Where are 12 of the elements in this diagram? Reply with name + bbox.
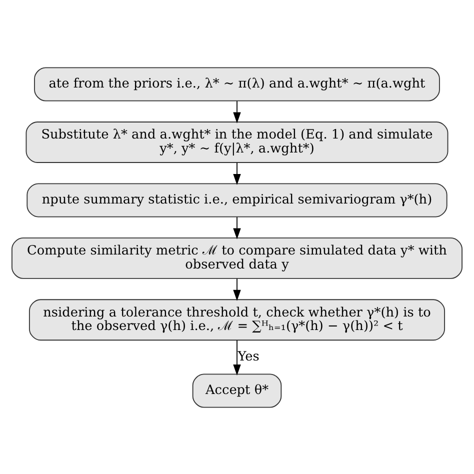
arrow <box>233 216 241 239</box>
node-box: npute summary statistic i.e., empirical semivariogram γ*(h) <box>26 182 448 217</box>
node-box: nsidering a tolerance threshold t, check whether γ*(h) is to the observed γ(h) i.e., ℳ = ∑ᴴₕ₌₁(γ*(h) − γ(h))² < t <box>28 298 446 340</box>
node-box: Accept θ* <box>192 373 282 408</box>
node-box: Compute similarity metric ℳ to compare simulated data y* with observed data y <box>12 237 462 278</box>
arrow <box>233 162 241 185</box>
edge-label: Yes <box>238 349 260 364</box>
node-box: Substitute λ* and a.wght* in the model (Eq. 1) and simulate y*, y* ∼ f(y|λ*, a.wght*) <box>26 121 448 162</box>
arrow <box>233 278 241 300</box>
arrow <box>233 339 241 376</box>
node-box: ate from the priors i.e., λ* ∼ π(λ) and a.wght* ∼ π(a.wght <box>34 66 440 101</box>
arrow <box>233 100 241 123</box>
